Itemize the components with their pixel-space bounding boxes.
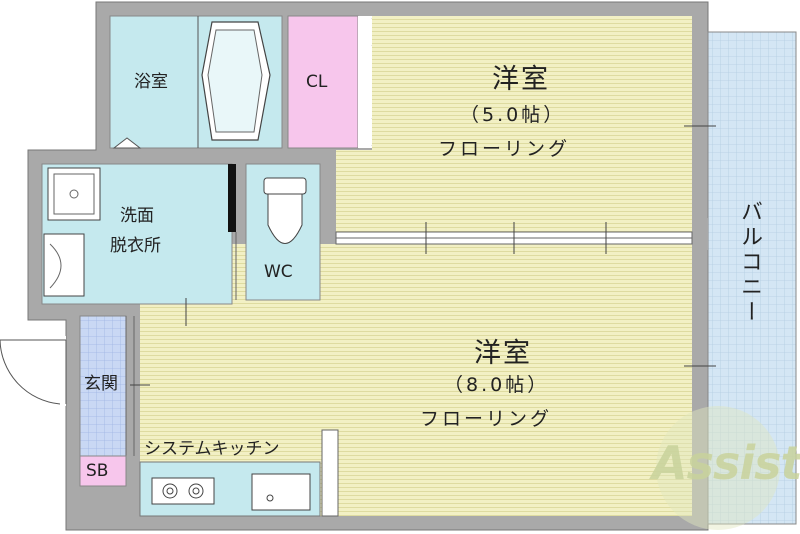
balcony-area — [707, 31, 797, 525]
stove — [151, 477, 215, 505]
wash-basin — [43, 233, 85, 297]
kitchen-label: システムキッチン — [144, 439, 280, 459]
bath-label: 浴室 — [134, 72, 168, 92]
western-room-1-size: （5.0帖） — [460, 104, 566, 126]
shoe-box-area — [79, 455, 127, 487]
western-room-2-name: 洋室 — [474, 338, 532, 369]
western-room-1-name: 洋室 — [492, 64, 550, 95]
shoe-box-label: SB — [86, 461, 109, 481]
washing-machine-pan — [47, 167, 101, 221]
watermark-circle — [656, 406, 780, 530]
toilet-label: WC — [264, 262, 293, 282]
western-room-2-floor: フローリング — [420, 408, 553, 430]
western-room-2-size: （8.0帖） — [444, 374, 550, 396]
kitchen-sink — [251, 473, 311, 511]
closet-label: CL — [306, 72, 328, 92]
closet-area — [287, 15, 359, 149]
entrance-label: 玄関 — [84, 374, 118, 394]
washroom-label-2: 脱衣所 — [110, 236, 161, 256]
washroom-label-1: 洗面 — [120, 206, 154, 226]
entrance-tile — [79, 315, 127, 457]
watermark-logo: Assist — [652, 436, 800, 490]
western-room-1-floor: フローリング — [438, 138, 571, 160]
western-room-1-floor — [372, 16, 692, 234]
entry-door-swing — [0, 339, 67, 405]
balcony-label: バルコニー — [737, 200, 762, 325]
toilet-bowl — [267, 193, 303, 244]
